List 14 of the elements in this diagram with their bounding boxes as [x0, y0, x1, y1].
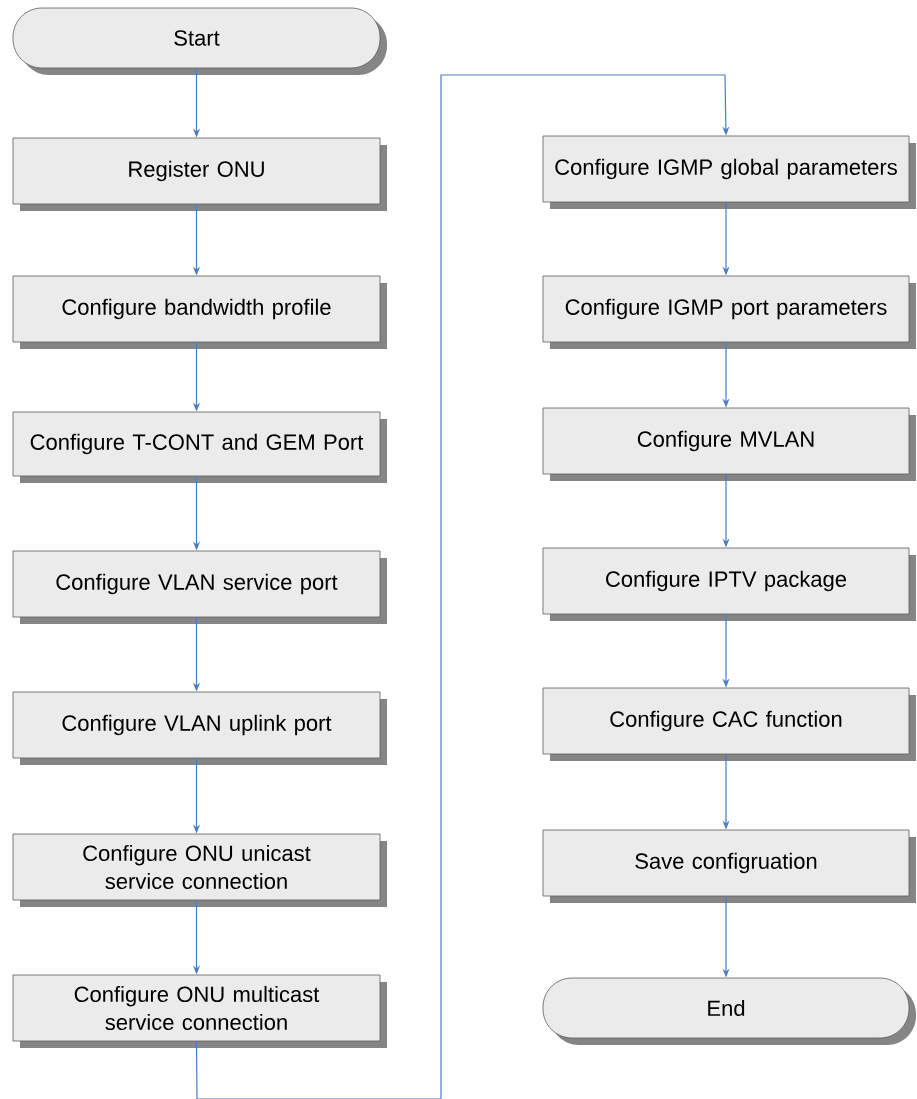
process-box: Save configruation [542, 829, 916, 903]
process-box: Configure CAC function [542, 687, 916, 761]
process-box: Configure T-CONT and GEM Port [12, 411, 387, 483]
process-box: Configure IGMP port parameters [542, 275, 916, 349]
process-box: Register ONU [12, 137, 387, 211]
process-box: Configure IGMP global parameters [542, 135, 916, 209]
arrow [195, 74, 730, 1099]
process-box: Configure VLAN service port [12, 550, 387, 624]
process-box: Configure bandwidth profile [12, 275, 387, 349]
process-box: Configure ONU unicast service connection [12, 833, 387, 907]
process-box: Configure VLAN uplink port [12, 691, 387, 765]
process-box: Configure MVLAN [542, 407, 916, 481]
process-box: Configure ONU multicast service connection [12, 974, 387, 1048]
process-box: Configure IPTV package [542, 547, 916, 621]
